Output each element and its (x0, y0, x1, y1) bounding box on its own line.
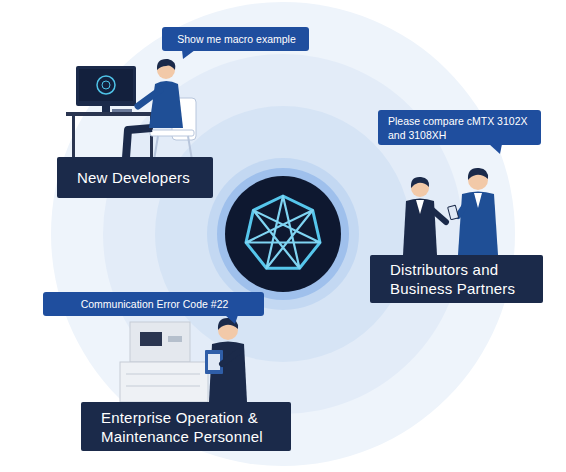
speech-bubble: Show me macro example (162, 27, 309, 51)
developer-arm (138, 90, 160, 106)
bubble-tail (489, 144, 502, 154)
role-label: Enterprise Operation & Maintenance Perso… (81, 402, 291, 451)
partner-shirt (416, 200, 424, 214)
developer-hair (157, 59, 175, 70)
inner-ring (155, 106, 411, 362)
desk-top (66, 112, 162, 116)
monitor (76, 66, 136, 106)
chair-seat (150, 130, 194, 136)
role-label: Distributors and Business Partners (370, 255, 543, 303)
node-text: Communication Error Code #22 (53, 297, 256, 311)
logo-disc (225, 176, 341, 292)
middle-ring (103, 54, 463, 414)
logo-glow (207, 158, 359, 310)
partner-hair (468, 168, 488, 180)
node-text: Enterprise Operation & Maintenance Perso… (101, 408, 279, 446)
partner-suit (458, 192, 498, 256)
node-text: Show me macro example (172, 32, 301, 46)
node-text: Distributors and Business Partners (390, 260, 531, 298)
screen-logo-inner (102, 81, 110, 89)
screen-logo (97, 76, 115, 94)
developer-legs (126, 128, 152, 158)
phone (448, 205, 459, 220)
bubble-tail (225, 315, 238, 324)
partner-shirt (474, 193, 482, 208)
logo-star (246, 196, 320, 268)
monitor-screen (79, 69, 133, 101)
machine-top (130, 322, 190, 362)
partner-arm (458, 204, 466, 216)
logo-heptagon (246, 196, 320, 268)
clipboard-sheet (208, 354, 220, 370)
machine-panel (168, 336, 182, 342)
node-text: Please compare cMTX 3102X and 3108XH (388, 114, 533, 142)
partner-arm (430, 208, 446, 222)
role-label: New Developers (57, 157, 213, 198)
desk-leg (72, 116, 75, 160)
bubble-tail (182, 50, 195, 59)
developer-hoodie (149, 81, 183, 128)
speech-bubble: Communication Error Code #22 (43, 292, 264, 316)
speech-bubble: Please compare cMTX 3102X and 3108XH (378, 110, 541, 145)
outer-ring (51, 2, 515, 466)
monitor-stand (102, 106, 110, 112)
machine-screen (140, 332, 162, 346)
logo-rim (217, 168, 349, 300)
partner-hair (411, 177, 429, 188)
technician-arm (222, 352, 238, 364)
machine-base (120, 362, 208, 402)
machine-lines (126, 374, 200, 386)
node-text: New Developers (77, 168, 201, 187)
keyboard (112, 109, 132, 112)
